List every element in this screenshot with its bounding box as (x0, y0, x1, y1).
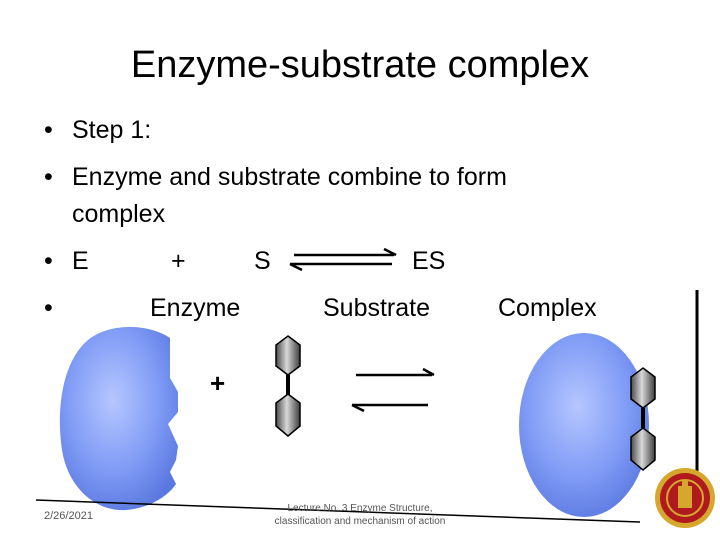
bullet-desc-line1: Enzyme and substrate combine to form (72, 163, 507, 191)
bullet-dot: • (44, 247, 53, 275)
bottom-border-line (35, 499, 641, 523)
bullet-dot: • (44, 116, 53, 144)
bullet-dot: • (44, 163, 53, 191)
substrate-shape (275, 335, 301, 437)
footer-lecture-line1: Lecture No. 3 Enzyme Structure, (287, 503, 433, 514)
equilibrium-arrow-diagram (351, 367, 435, 413)
equation-s: S (254, 247, 271, 275)
university-seal-logo (655, 468, 715, 528)
diagram-plus-sign: + (210, 368, 226, 398)
equation-es: ES (412, 247, 446, 275)
bullet-desc-line2: complex (72, 200, 166, 228)
complex-enzyme-shape (519, 333, 649, 517)
label-enzyme: Enzyme (150, 294, 241, 322)
equation-e: E (72, 247, 89, 275)
slide-title: Enzyme-substrate complex (130, 44, 590, 86)
bullet-dot: • (44, 294, 53, 322)
footer-date: 2/26/2021 (44, 510, 93, 522)
bullet-step: Step 1: (72, 116, 152, 144)
footer-lecture: Lecture No. 3 Enzyme Structure, classifi… (240, 502, 480, 528)
label-complex: Complex (498, 294, 597, 322)
equilibrium-arrow-equation (289, 247, 397, 272)
label-substrate: Substrate (323, 294, 431, 322)
footer-lecture-line2: classification and mechanism of action (274, 516, 446, 527)
equation-plus: + (171, 247, 186, 275)
complex-substrate-shape (630, 367, 656, 471)
enzyme-shape (59, 327, 179, 511)
